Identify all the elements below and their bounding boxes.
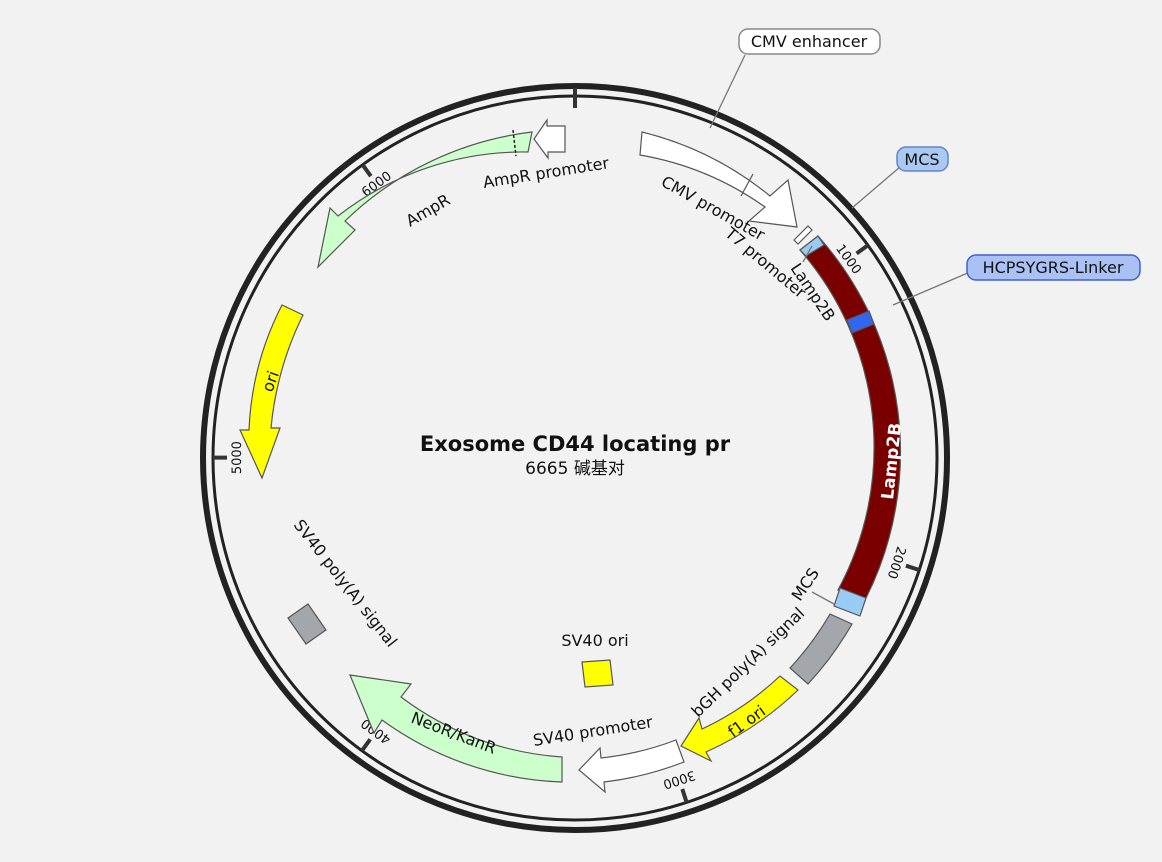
feature-f1-ori[interactable] <box>680 675 799 763</box>
tick-mark <box>905 563 920 572</box>
feature-sv40-ori[interactable] <box>581 659 614 688</box>
feature-lamp2b[interactable] <box>799 235 902 599</box>
feature-ampr-promoter[interactable] <box>533 118 566 160</box>
leader-mcs-bottom <box>811 591 835 605</box>
feature-neor-kanr[interactable] <box>349 674 563 783</box>
feature-bgh-polya[interactable] <box>789 613 853 685</box>
feature-ampr[interactable] <box>317 131 533 269</box>
backbone-outer-ring <box>200 83 950 833</box>
callout-linker-text: HCPSYGRS-Linker <box>983 258 1124 277</box>
label-ampr: AmpR <box>403 190 454 230</box>
callout-mcs[interactable]: MCS <box>896 146 949 172</box>
tick-label: 3000 <box>661 767 697 791</box>
feature-linker[interactable] <box>846 310 875 334</box>
label-ampr-promoter: AmpR promoter <box>482 153 611 192</box>
leader-t7 <box>802 245 813 263</box>
ampr-promoter-divider <box>512 129 517 157</box>
tick-mark <box>360 738 372 752</box>
tick-mark <box>680 788 689 803</box>
label-sv40-ori: SV40 ori <box>561 631 628 650</box>
tick-label: 5000 <box>230 441 245 474</box>
tick-mark <box>855 243 870 256</box>
feature-ori[interactable] <box>239 304 304 480</box>
leader-cmv-enhancer <box>709 54 746 129</box>
leader-mcs <box>851 166 901 209</box>
label-sv40-promoter: SV40 promoter <box>532 712 655 750</box>
feature-cmv-promoter[interactable] <box>639 131 798 228</box>
plasmid-title: Exosome CD44 locating pr <box>420 432 731 456</box>
feature-mcs-bottom[interactable] <box>833 587 867 617</box>
backbone-inner-ring <box>211 94 939 822</box>
tick-label: 2000 <box>884 544 909 580</box>
callout-cmv-enhancer[interactable]: CMV enhancer <box>738 28 881 55</box>
feature-track <box>239 118 902 794</box>
label-mcs: MCS <box>788 564 823 604</box>
feature-sv40-promoter[interactable] <box>578 739 685 794</box>
callout-linker[interactable]: HCPSYGRS-Linker <box>966 254 1141 281</box>
feature-t7-promoter[interactable] <box>793 225 813 245</box>
plasmid-length: 6665 碱基对 <box>525 459 625 479</box>
feature-sv40-polya[interactable] <box>287 603 327 645</box>
tick-mark <box>361 163 373 178</box>
callout-cmv-enhancer-text: CMV enhancer <box>751 32 868 51</box>
cmv-enhancer-divider <box>740 173 754 197</box>
callout-mcs-text: MCS <box>904 150 939 169</box>
leader-linker <box>892 271 971 306</box>
